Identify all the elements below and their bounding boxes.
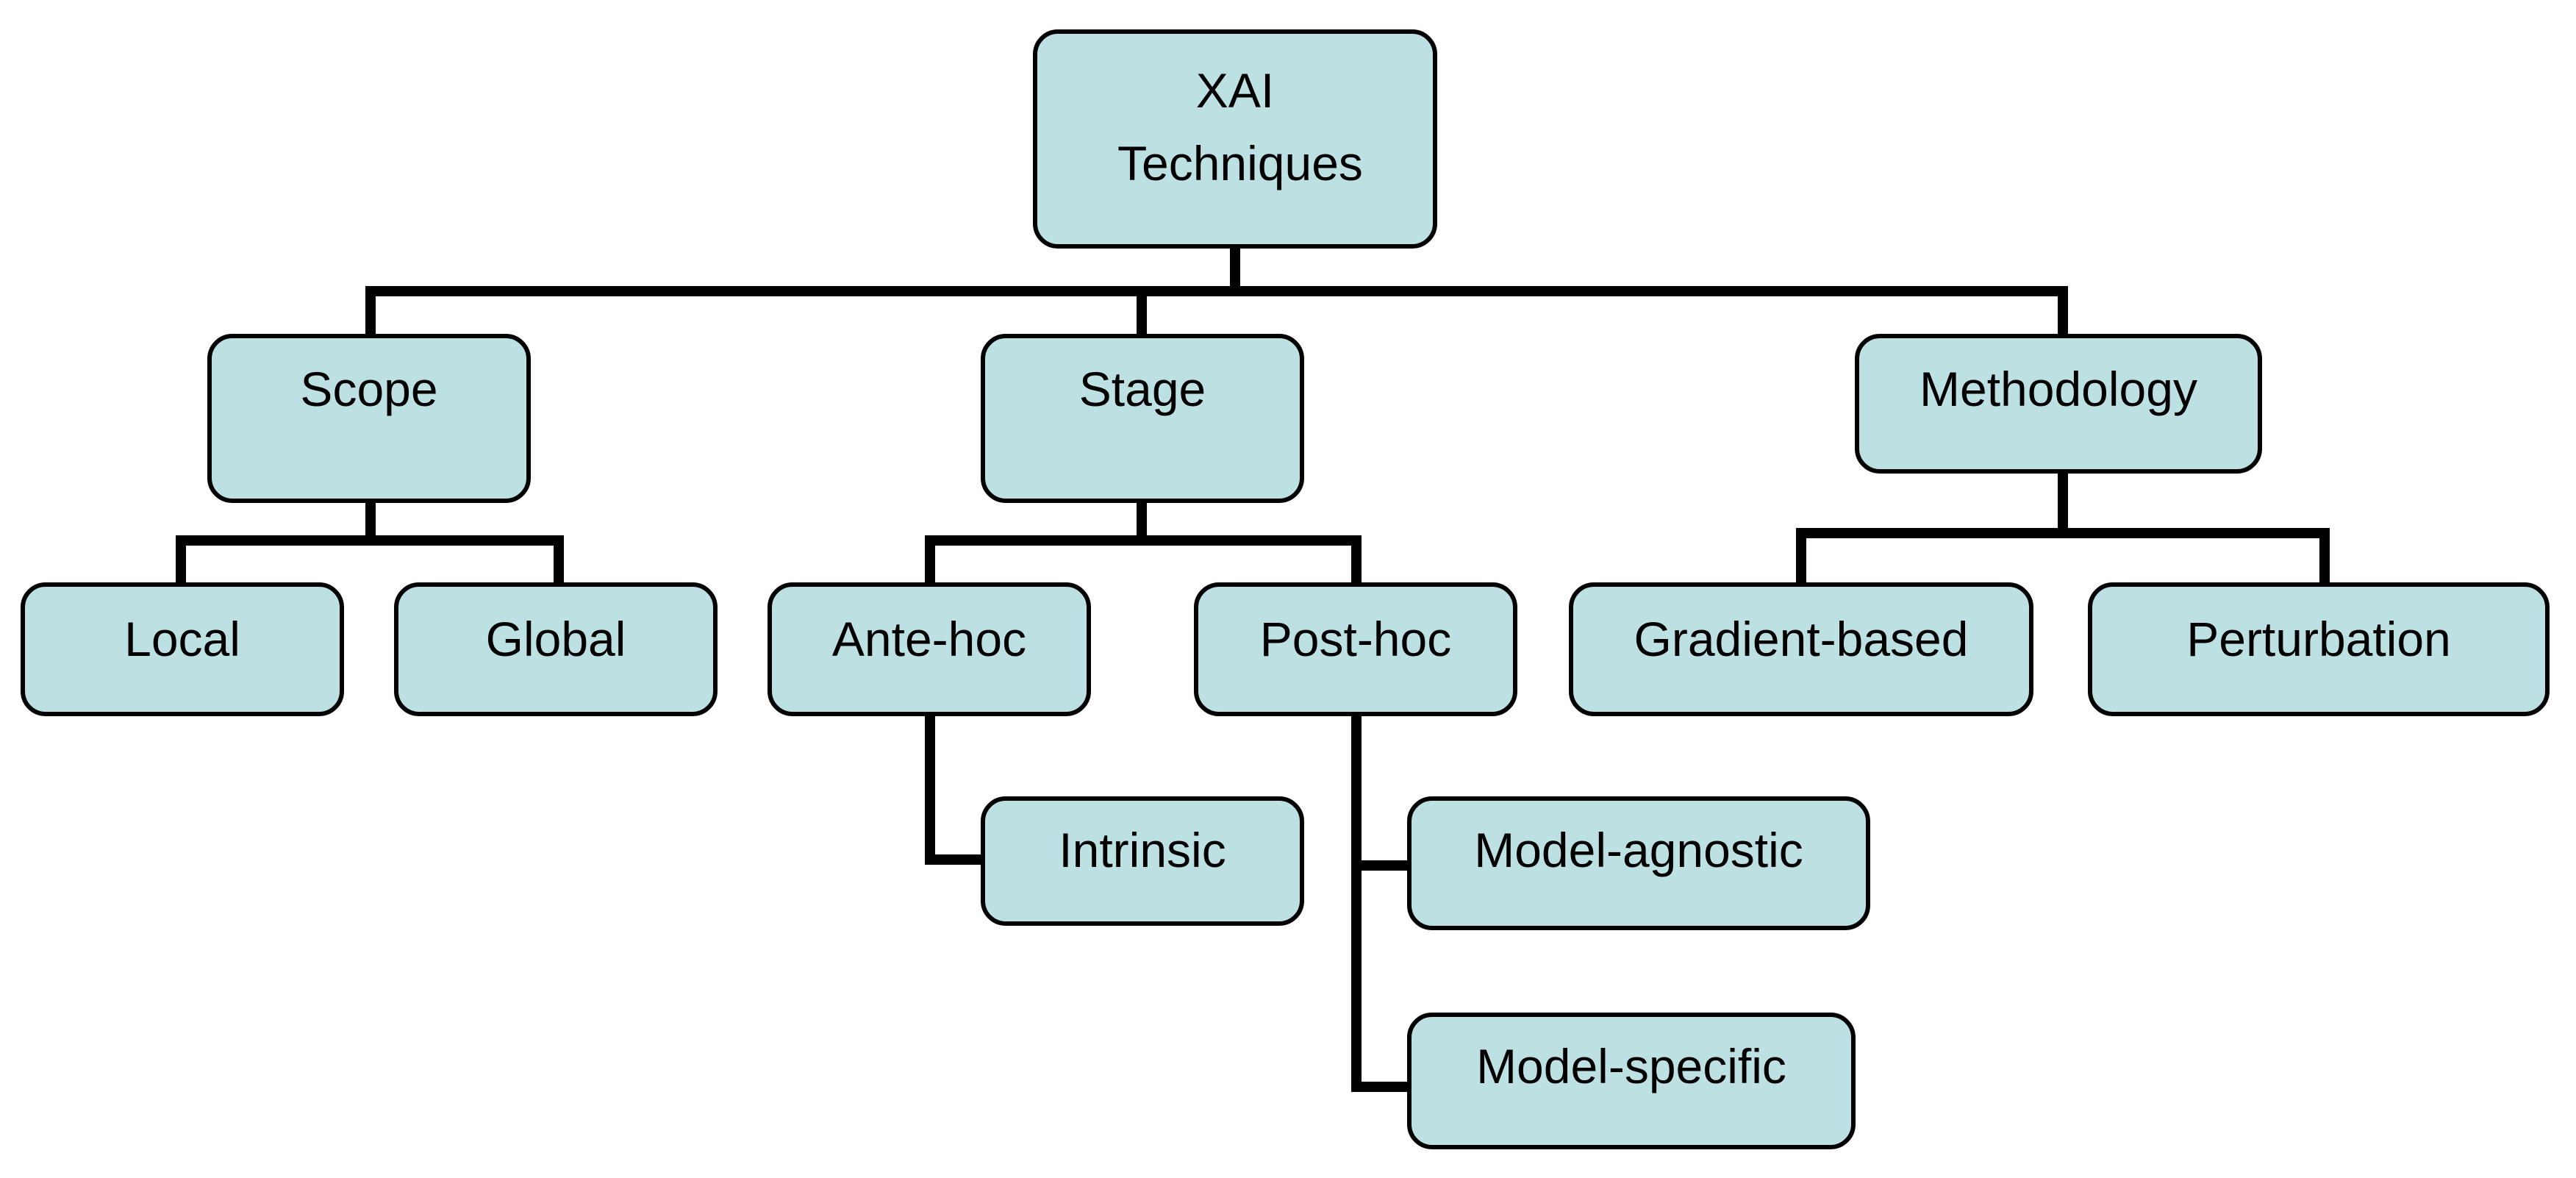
- node-ante-hoc: Ante-hoc: [768, 582, 1091, 716]
- node-local: Local: [21, 582, 344, 716]
- node-scope: Scope: [207, 334, 531, 503]
- node-stage: Stage: [981, 334, 1304, 503]
- connector: [365, 286, 2068, 296]
- connector: [1351, 535, 1362, 585]
- node-label: Post-hoc: [1259, 612, 1452, 666]
- node-label: XAI Techniques: [1117, 63, 1363, 190]
- node-label: Scope: [300, 362, 438, 416]
- node-model-specific: Model-specific: [1407, 1013, 1856, 1149]
- connector: [1137, 500, 1147, 541]
- node-gradient-based: Gradient-based: [1569, 582, 2033, 716]
- connector: [2058, 286, 2068, 337]
- node-intrinsic: Intrinsic: [981, 796, 1304, 926]
- node-label: Intrinsic: [1059, 823, 1226, 877]
- connector: [176, 535, 186, 585]
- node-label: Methodology: [1920, 362, 2197, 416]
- connector: [2319, 528, 2330, 585]
- connector: [365, 286, 376, 337]
- connector: [1796, 528, 2330, 538]
- connector: [925, 535, 1362, 546]
- node-methodology: Methodology: [1855, 334, 2262, 474]
- connector: [925, 854, 984, 865]
- connector: [1351, 860, 1410, 871]
- connector: [1137, 286, 1147, 337]
- node-label: Stage: [1078, 362, 1206, 416]
- node-model-agnostic: Model-agnostic: [1407, 796, 1870, 930]
- connector: [925, 713, 935, 865]
- connector: [176, 535, 564, 546]
- node-perturbation: Perturbation: [2088, 582, 2550, 716]
- node-label: Ante-hoc: [831, 612, 1027, 666]
- connector: [1230, 243, 1240, 289]
- node-label: Gradient-based: [1634, 612, 1969, 666]
- connector: [1351, 1082, 1410, 1092]
- node-global: Global: [394, 582, 718, 716]
- connector: [554, 535, 564, 585]
- node-label: Perturbation: [2186, 612, 2451, 666]
- connector: [925, 535, 935, 585]
- node-label: Model-specific: [1476, 1039, 1786, 1093]
- connector: [1796, 528, 1806, 585]
- node-label: Global: [485, 612, 626, 666]
- connector: [1351, 713, 1362, 1092]
- connector: [365, 500, 376, 541]
- connector: [2058, 471, 2068, 532]
- node-post-hoc: Post-hoc: [1194, 582, 1517, 716]
- node-label: Model-agnostic: [1474, 823, 1803, 877]
- node-xai-techniques: XAI Techniques: [1033, 29, 1437, 249]
- node-label: Local: [124, 612, 240, 666]
